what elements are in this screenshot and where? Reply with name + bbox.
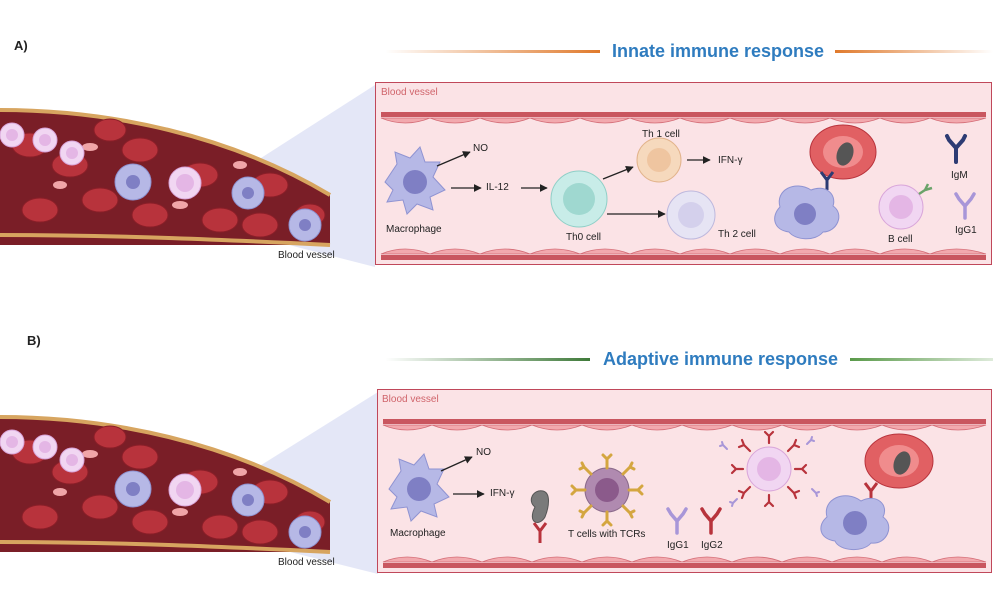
panel-b-title-rule-right xyxy=(850,358,993,361)
parasite-with-antibody xyxy=(530,490,549,543)
igm-antibody-icon xyxy=(945,134,967,164)
panel-a-vessel-wall-top xyxy=(381,112,986,117)
panel-a-title-rule-left xyxy=(385,50,600,53)
panel-b-endothelium-top xyxy=(382,424,987,431)
panel-a-endothelium-bottom xyxy=(380,248,987,255)
panel-a-title-rule-right xyxy=(835,50,993,53)
igg1-antibody-icon-a xyxy=(954,192,976,220)
label-b-cell: B cell xyxy=(888,234,913,245)
macrophage-engulfing-a xyxy=(774,185,840,240)
panel-a-endothelium-top xyxy=(380,117,987,124)
arrow-th0-th1 xyxy=(602,165,634,180)
label-igg2: IgG2 xyxy=(701,540,723,551)
infected-red-blood-cell-a xyxy=(809,124,877,180)
panel-b-vessel-wall-bottom xyxy=(383,563,986,568)
label-igg1-a: IgG1 xyxy=(955,225,977,236)
label-macrophage-a: Macrophage xyxy=(386,224,442,235)
igg1-antibody-icon-b xyxy=(666,507,688,535)
label-th1: Th 1 cell xyxy=(642,129,680,140)
panel-b-title: Adaptive immune response xyxy=(603,349,839,369)
panel-a-vessel-wall-bottom xyxy=(381,255,986,260)
panel-b-label: B) xyxy=(27,333,41,348)
panel-a-label: A) xyxy=(14,38,28,53)
panel-b-side-vessel-label: Blood vessel xyxy=(278,557,335,568)
antibody-bridge-a xyxy=(819,171,835,190)
macrophage-cell-b xyxy=(388,453,450,522)
th2-cell xyxy=(666,190,716,240)
infected-red-blood-cell-b xyxy=(864,433,934,489)
plasma-b-cell-with-antibodies xyxy=(719,430,820,508)
label-ifn-b: IFN-γ xyxy=(490,488,515,499)
th1-cell xyxy=(636,137,682,183)
b-cell xyxy=(878,184,924,230)
label-igm: IgM xyxy=(951,170,968,181)
arrow-macrophage-no-b xyxy=(440,456,473,472)
label-th0: Th0 cell xyxy=(566,232,602,243)
label-th2: Th 2 cell xyxy=(718,229,756,240)
panel-b-title-rule-left xyxy=(385,358,590,361)
panel-b-diagram xyxy=(382,419,987,568)
panel-a-title: Innate immune response xyxy=(612,41,825,61)
panel-a-side-vessel-label: Blood vessel xyxy=(278,250,335,261)
panel-a-diagram xyxy=(380,112,987,260)
panel-b-vessel-illustration xyxy=(0,392,378,574)
label-no-a: NO xyxy=(473,143,488,154)
label-igg1-b: IgG1 xyxy=(667,540,689,551)
igg2-antibody-icon xyxy=(700,507,722,535)
panel-b-endothelium-bottom xyxy=(382,556,987,563)
macrophage-engulfing-b xyxy=(820,495,890,550)
label-t-cells-with-tcrs: T cells with TCRs xyxy=(568,529,646,540)
panel-a-vessel-label: Blood vessel xyxy=(381,87,438,98)
panel-a-vessel-illustration xyxy=(0,85,375,267)
label-ifn-a: IFN-γ xyxy=(718,155,743,166)
label-macrophage-b: Macrophage xyxy=(390,528,446,539)
t-cell-with-tcrs xyxy=(570,453,644,527)
label-no-b: NO xyxy=(476,447,491,458)
macrophage-cell-a xyxy=(384,146,446,215)
label-il12: IL-12 xyxy=(486,182,509,193)
th0-cell xyxy=(550,170,608,228)
arrow-macrophage-no xyxy=(436,151,471,167)
panel-b-vessel-label: Blood vessel xyxy=(382,394,439,405)
b-cell-receptor xyxy=(918,183,933,196)
panel-b-vessel-wall-top xyxy=(383,419,986,424)
